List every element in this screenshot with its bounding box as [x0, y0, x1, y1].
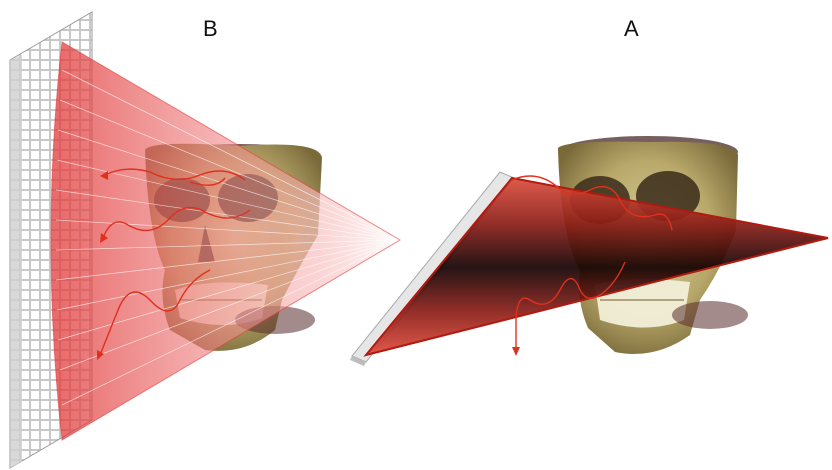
scatter-arrowheads-a [512, 347, 520, 356]
cone-beam [51, 42, 400, 440]
